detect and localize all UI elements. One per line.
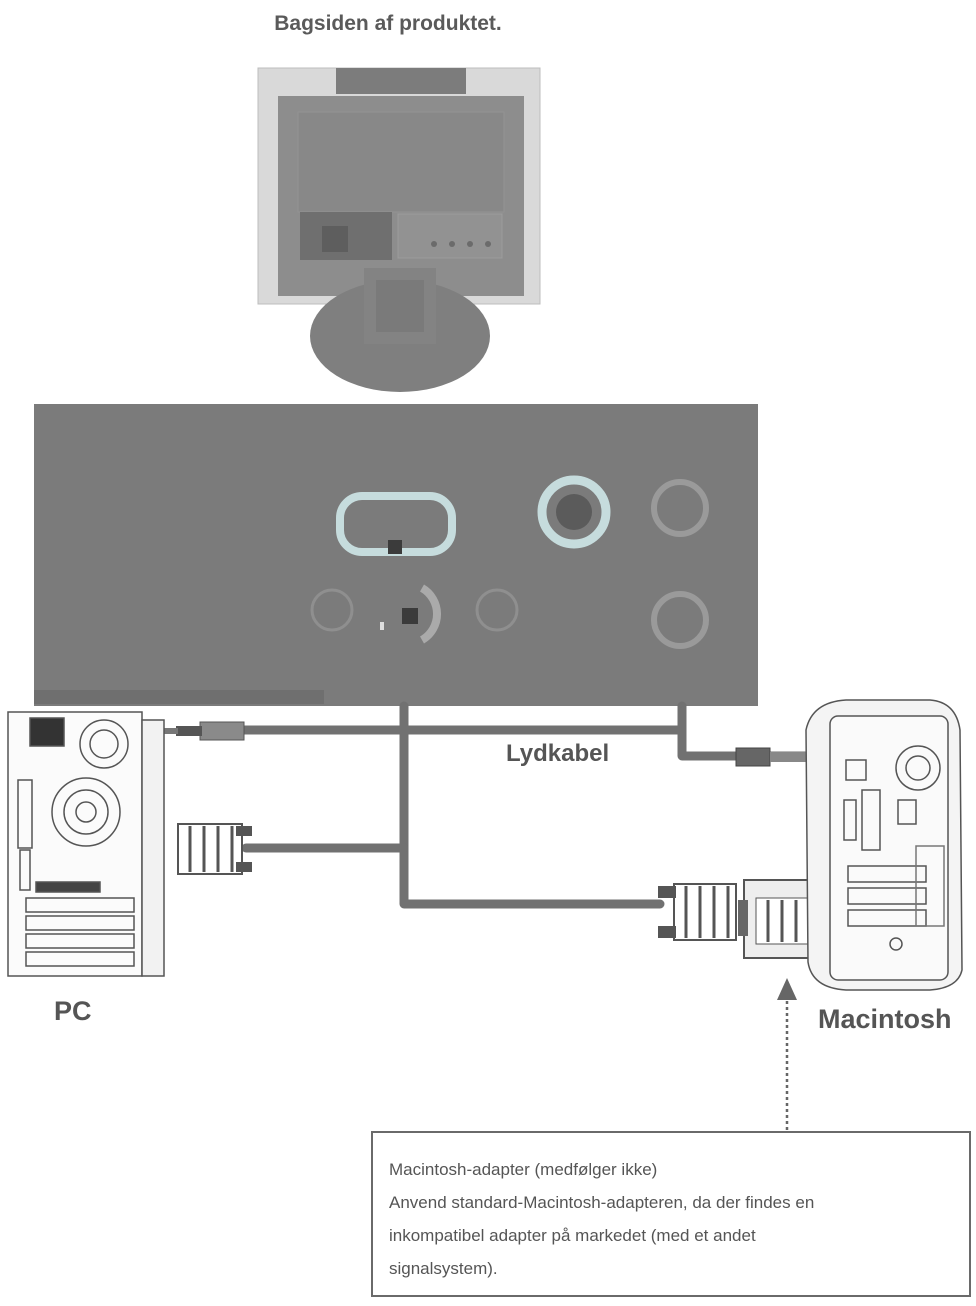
cables xyxy=(235,701,813,909)
dsub-connector-mac xyxy=(658,883,737,941)
note-line-3: inkompatibel adapter på markedet (med et… xyxy=(389,1226,756,1245)
note-line-1: Macintosh-adapter (medfølger ikke) xyxy=(389,1160,658,1179)
video-cable xyxy=(399,701,665,909)
audio-plug-mac xyxy=(735,747,806,767)
pc-tower-illustration xyxy=(7,711,165,977)
macintosh-tower-illustration xyxy=(805,699,963,991)
note-line-4: signalsystem). xyxy=(389,1259,498,1278)
audio-cable-label: Lydkabel xyxy=(506,740,610,767)
macintosh-label: Macintosh xyxy=(818,1004,952,1034)
audio-plug-pc xyxy=(160,721,245,741)
pc-label: PC xyxy=(54,996,92,1026)
monitor-rear-illustration xyxy=(257,67,541,392)
audio-cable-pc xyxy=(235,701,687,735)
adapter-pointer-arrow xyxy=(777,978,797,1130)
adapter-note-box: Macintosh-adapter (medfølger ikke) Anven… xyxy=(371,1131,971,1297)
monitor-connector-panel xyxy=(34,404,758,706)
diagram-title: Bagsiden af produktet. xyxy=(274,12,502,35)
dsub-connector-pc xyxy=(177,823,252,875)
note-line-2: Anvend standard-Macintosh-adapteren, da … xyxy=(389,1193,815,1212)
